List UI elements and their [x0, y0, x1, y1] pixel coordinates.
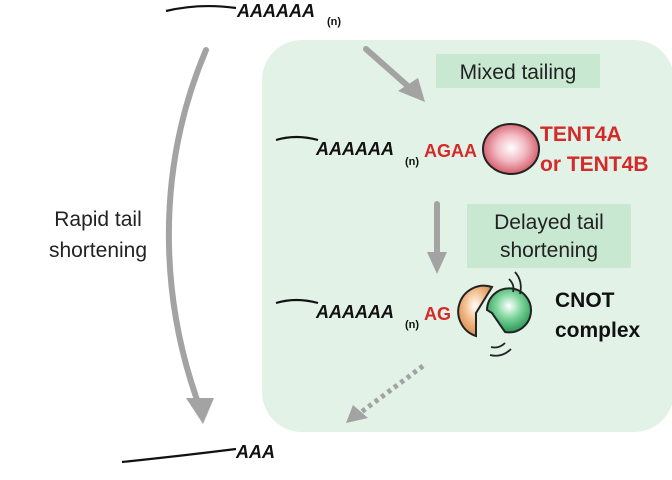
step2-added-nucleotides: AG [424, 304, 451, 324]
step1-added-nucleotides: AGAA [424, 141, 477, 161]
entry-arrow [363, 46, 425, 102]
step2-strand-subscript: (n) [405, 319, 419, 331]
cnot-bound-strand: AAAAAA (n) AG [275, 298, 451, 331]
step1-strand-tail: AAAAAA [315, 139, 394, 159]
step1-strand-subscript: (n) [405, 156, 419, 168]
slow-decay-dotted-arrow [346, 363, 425, 423]
delayed-step-arrow [427, 201, 447, 274]
top-strand-subscript: (n) [327, 16, 341, 28]
orange-subunit-icon [457, 284, 494, 338]
cnot-label-line2: complex [555, 319, 641, 342]
top-strand-tail: AAAAAA [236, 1, 315, 21]
tent4-enzyme-blob [482, 123, 540, 175]
step2-strand-tail: AAAAAA [315, 302, 394, 322]
delayed-shortening-tag [467, 204, 631, 268]
rapid-tail-label-line2: shortening [49, 239, 147, 262]
bottom-mrna-strand: AAA [121, 442, 275, 464]
enzyme-label-line1: TENT4A [540, 123, 622, 146]
top-mrna-strand: AAAAAA (n) [165, 1, 341, 28]
cnot-complex-icon [457, 271, 532, 357]
rapid-tail-label-line1: Rapid tail [54, 208, 142, 231]
mixed-tail-strand: AAAAAA (n) AGAA [275, 135, 477, 168]
delayed-label-line2: shortening [500, 239, 598, 262]
enzyme-label-line2: or TENT4B [540, 153, 649, 176]
green-subunit-icon [485, 287, 532, 334]
cnot-label-line1: CNOT [555, 289, 615, 312]
rapid-shortening-arrow [165, 47, 214, 424]
bottom-strand-tail: AAA [235, 442, 275, 462]
delayed-label-line1: Delayed tail [494, 211, 604, 234]
mixed-tailing-label: Mixed tailing [460, 61, 577, 84]
mixed-tailing-tag [436, 54, 600, 88]
